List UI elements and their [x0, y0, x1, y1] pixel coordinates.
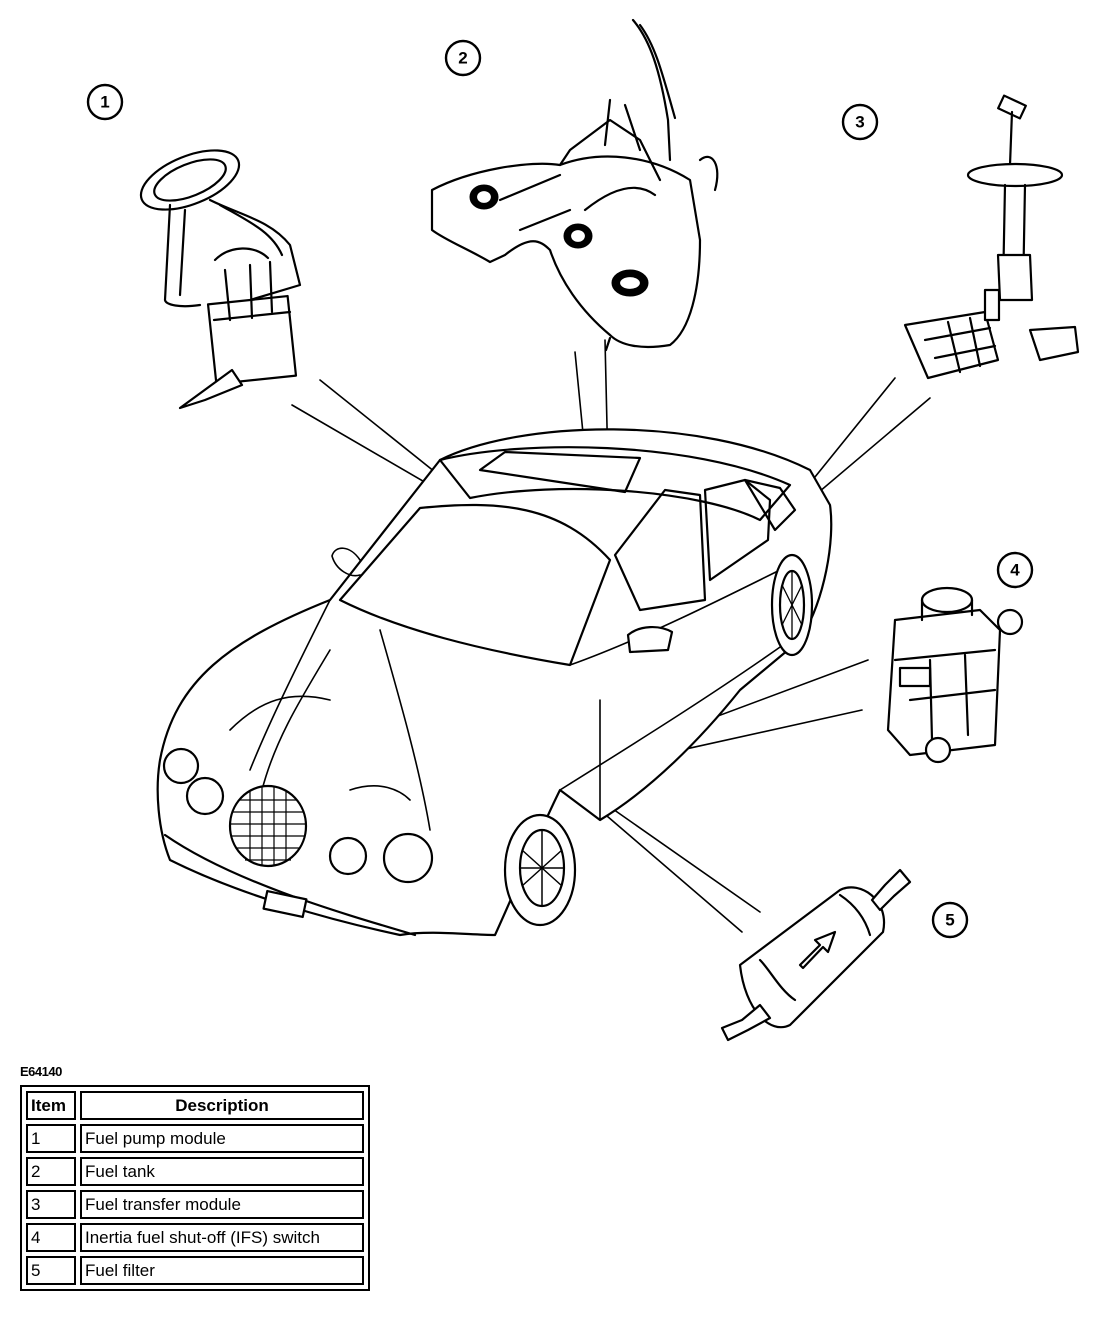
legend-item-number: 2 — [26, 1157, 76, 1186]
fuel-tank-illustration — [430, 18, 719, 352]
legend-row: 2 Fuel tank — [26, 1157, 364, 1186]
leader-lines — [291, 339, 931, 933]
svg-text:4: 4 — [1010, 561, 1020, 580]
fuel-system-diagram: 1 2 3 4 5 — [86, 18, 1080, 1042]
callout-4: 4 — [996, 551, 1034, 589]
fuel-filter-illustration — [720, 868, 912, 1042]
inertia-switch-illustration — [886, 586, 1024, 764]
callout-3: 3 — [841, 103, 879, 141]
legend-item-description: Fuel pump module — [80, 1124, 364, 1153]
legend-row: 1 Fuel pump module — [26, 1124, 364, 1153]
legend-row: 5 Fuel filter — [26, 1256, 364, 1285]
legend-item-number: 1 — [26, 1124, 76, 1153]
car-illustration — [156, 428, 833, 937]
svg-text:3: 3 — [855, 113, 864, 132]
legend-item-description: Fuel tank — [80, 1157, 364, 1186]
legend-item-number: 5 — [26, 1256, 76, 1285]
legend-item-number: 4 — [26, 1223, 76, 1252]
fuel-pump-module-illustration — [139, 149, 302, 410]
callout-5: 5 — [931, 901, 969, 939]
legend-table: Item Description 1 Fuel pump module 2 Fu… — [20, 1085, 370, 1291]
legend-item-description: Fuel transfer module — [80, 1190, 364, 1219]
figure-reference-code: E64140 — [20, 1064, 62, 1079]
legend-header-item: Item — [26, 1091, 76, 1120]
legend-item-description: Fuel filter — [80, 1256, 364, 1285]
svg-text:5: 5 — [945, 911, 954, 930]
svg-text:2: 2 — [458, 49, 467, 68]
legend-header-description: Description — [80, 1091, 364, 1120]
callout-2: 2 — [444, 39, 482, 77]
legend-header-row: Item Description — [26, 1091, 364, 1120]
legend-item-number: 3 — [26, 1190, 76, 1219]
fuel-transfer-module-illustration — [903, 94, 1080, 380]
svg-text:1: 1 — [100, 93, 109, 112]
callout-1: 1 — [86, 83, 124, 121]
legend-item-description: Inertia fuel shut-off (IFS) switch — [80, 1223, 364, 1252]
legend-row: 3 Fuel transfer module — [26, 1190, 364, 1219]
legend-row: 4 Inertia fuel shut-off (IFS) switch — [26, 1223, 364, 1252]
